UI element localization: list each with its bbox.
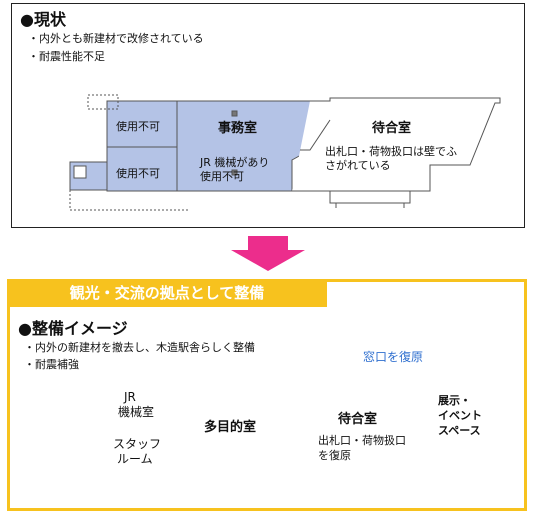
plan-panel xyxy=(7,279,527,511)
current-label-waiting-note-2: さがれている xyxy=(325,159,391,172)
plan-callout: 窓口を復原 xyxy=(363,350,424,364)
plan-label-exhibit-2: イベント xyxy=(438,409,482,422)
plan-label-exhibit-3: スペース xyxy=(438,424,481,437)
plan-banner: 観光・交流の拠点として整備 xyxy=(7,279,327,307)
current-label-office: 事務室 xyxy=(218,121,258,136)
plan-bullet-2: ・耐震補強 xyxy=(24,358,79,371)
current-label-waiting: 待合室 xyxy=(372,121,412,136)
plan-label-jr-2: 機械室 xyxy=(118,405,155,419)
current-label-unusable-1: 使用不可 xyxy=(116,120,160,133)
plan-label-staff-2: ルーム xyxy=(117,452,153,466)
plan-label-multi: 多目的室 xyxy=(204,420,257,435)
current-label-office-note-2: 使用不可 xyxy=(200,170,244,183)
current-label-unusable-2: 使用不可 xyxy=(116,167,160,180)
current-label-waiting-note-1: 出札口・荷物扱口は壁でふ xyxy=(325,145,457,158)
plan-label-staff-1: スタッフ xyxy=(113,437,162,451)
current-bullet-1: ・内外とも新建材で改修されている xyxy=(28,32,204,45)
plan-label-waiting-note-1: 出札口・荷物扱口 xyxy=(318,434,406,447)
current-floor-plan xyxy=(69,94,501,211)
current-room-waiting xyxy=(292,97,501,192)
plan-label-waiting: 待合室 xyxy=(338,412,378,427)
plan-label-exhibit-1: 展示・ xyxy=(438,394,471,407)
current-label-office-note-1: JR 機械があり xyxy=(200,156,270,169)
plan-heading: ●整備イメージ xyxy=(18,319,128,338)
transition-arrow xyxy=(231,236,305,271)
plan-label-waiting-note-2: を復原 xyxy=(318,449,351,462)
plan-label-jr-1: JR xyxy=(124,390,136,404)
current-heading: ●現状 xyxy=(20,10,66,29)
plan-bullet-1: ・内外の新建材を撤去し、木造駅舎らしく整備 xyxy=(24,341,255,354)
current-bullet-2: ・耐震性能不足 xyxy=(28,50,105,63)
